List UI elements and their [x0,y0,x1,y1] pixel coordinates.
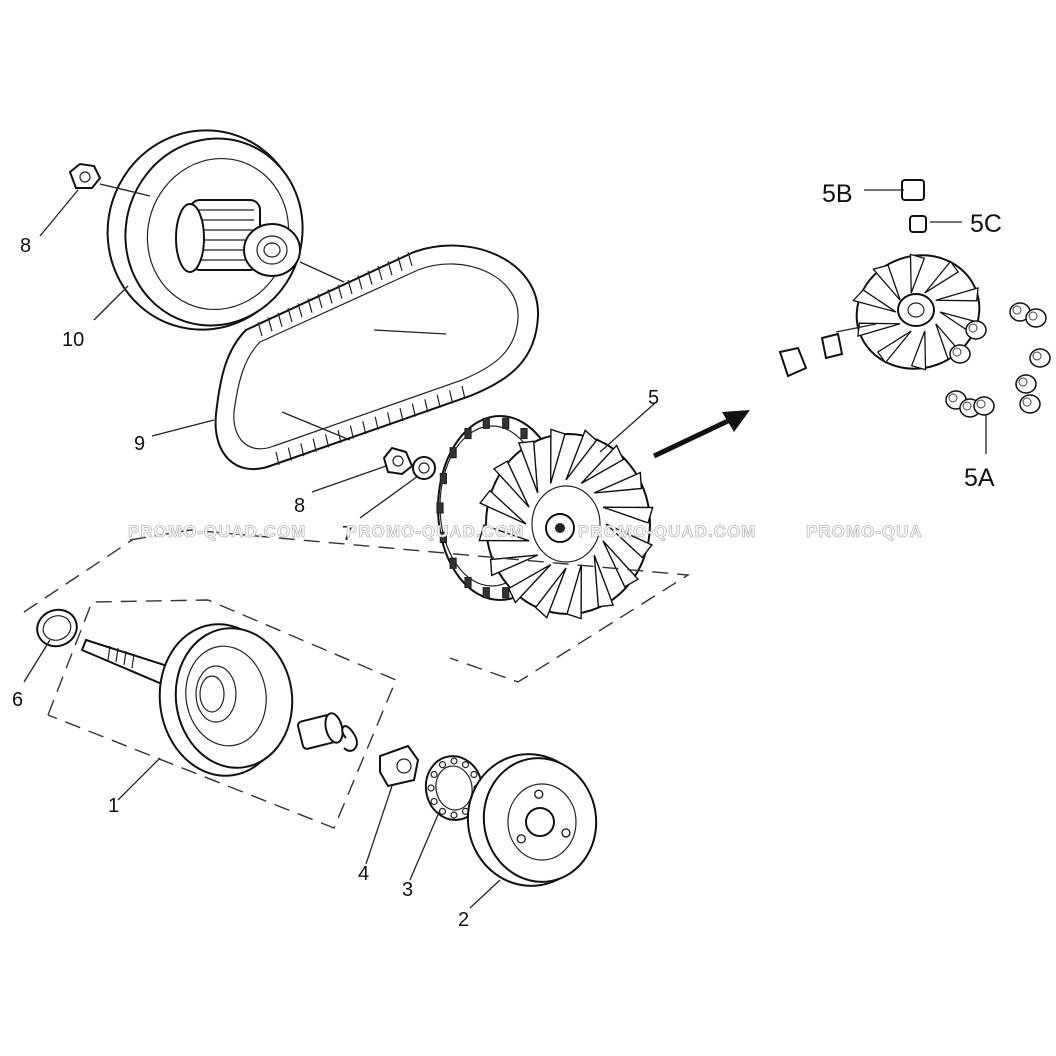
drive-pulley-part-5 [436,415,654,620]
washer-part-7 [412,456,436,480]
dashed-outline-drive [23,529,691,683]
slider-5b-icon [901,179,925,201]
label-part-10: 10 [62,329,84,351]
clutch-housing-shaft-part-1 [47,599,397,829]
circlip-part-6 [36,608,78,648]
watermark-4: PROMO-QUA [806,522,923,541]
label-part-2: 2 [458,909,469,931]
watermark-1: PROMO-QUAD.COM [128,522,306,541]
watermark-2: PROMO-QUAD.COM [346,522,524,541]
label-part-9: 9 [134,433,145,455]
label-part-5c: 5C [970,210,1002,238]
label-part-5b: 5B [822,180,853,208]
driven-pulley-part-10 [106,129,304,331]
watermarks: PROMO-QUAD.COM PROMO-QUAD.COM PROMO-QUAD… [128,522,923,542]
label-part-8-mid: 8 [294,495,305,517]
label-part-1: 1 [108,795,119,817]
leader-lines [23,183,987,909]
arrow-to-detail [652,410,750,459]
nut-part-8-top [68,162,102,189]
label-part-5: 5 [648,387,659,409]
bushing-part-4 [379,744,420,788]
label-part-4: 4 [358,863,369,885]
part-labels: 8 10 9 8 7 5 6 1 4 3 2 5B 5C 5A [12,180,1002,931]
variator-detail [778,179,1051,418]
label-part-6: 6 [12,689,23,711]
collar-part-8-mid [382,446,414,476]
label-part-5a: 5A [964,464,995,492]
label-part-3: 3 [402,879,413,901]
label-part-8-top: 8 [20,235,31,257]
label-part-7: 7 [342,523,353,545]
slider-5c-icon [909,215,927,233]
watermark-3: PROMO-QUAD.COM [578,522,756,541]
drive-belt-part-9 [214,244,540,471]
clutch-shoe-part-2 [466,753,598,887]
